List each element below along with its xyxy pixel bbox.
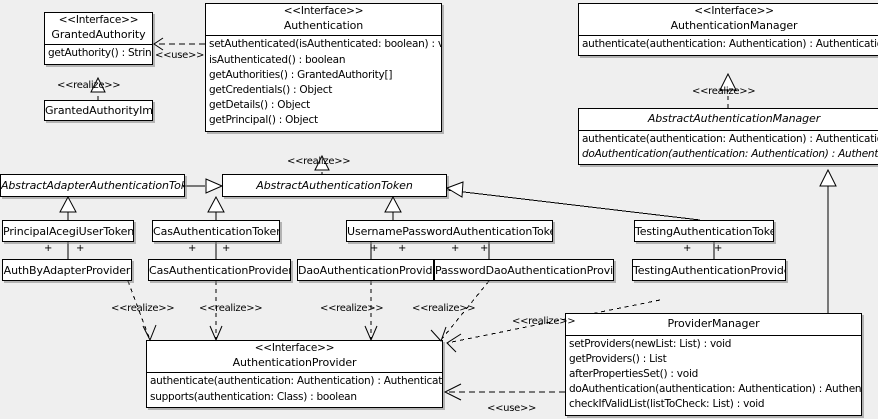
class-name: ProviderManager xyxy=(667,317,760,330)
hollow-triangle xyxy=(205,178,224,194)
class-header: <<Interface>> AuthenticationManager xyxy=(579,4,878,35)
member: isAuthenticated() : boolean xyxy=(209,53,346,66)
class-testing-authentication-provider[interactable]: TestingAuthenticationProvider xyxy=(632,259,786,281)
edge-label-use-provider-manager: <<use>> xyxy=(487,403,537,414)
divider xyxy=(579,35,878,37)
edge-label-realize-authentication-token: <<realize>> xyxy=(287,156,351,167)
member-list: setAuthenticated(isAuthenticated: boolea… xyxy=(206,36,441,130)
class-cas-authentication-provider[interactable]: CasAuthenticationProvider xyxy=(148,259,291,281)
class-password-dao-authentication-provider[interactable]: PasswordDaoAuthenticationProvider xyxy=(434,259,614,281)
class-username-password-authentication-token[interactable]: UsernamePasswordAuthenticationToken xyxy=(346,220,553,242)
class-name: AuthenticationProvider xyxy=(232,355,357,369)
member-list: authenticate(authentication: Authenticat… xyxy=(147,373,442,406)
edge-label-realize-abstract-authentication-manager: <<realize>> xyxy=(692,86,756,97)
member: getAuthority() : String xyxy=(48,47,152,60)
member: afterPropertiesSet() : void xyxy=(569,367,699,380)
member: getAuthorities() : GrantedAuthority[] xyxy=(209,68,393,81)
hollow-triangle xyxy=(207,195,225,213)
edge-label-use-granted-authority: <<use>> xyxy=(155,50,205,61)
open-arrowhead xyxy=(153,37,164,51)
edge-label-realize-granted-authority-impl: <<realize>> xyxy=(57,80,121,91)
hollow-triangle xyxy=(384,195,402,213)
class-dao-authentication-provider[interactable]: DaoAuthenticationProvider xyxy=(297,259,434,281)
assoc-plus-marker: + xyxy=(451,243,460,254)
assoc-plus-marker: + xyxy=(222,243,231,254)
member: authenticate(authentication: Authenticat… xyxy=(582,132,878,145)
member: checkIfValidList(listToCheck: List) : vo… xyxy=(569,398,765,411)
class-auth-by-adapter-provider[interactable]: AuthByAdapterProvider xyxy=(2,259,132,281)
class-testing-authentication-token[interactable]: TestingAuthenticationToken xyxy=(634,220,774,242)
assoc-plus-marker: + xyxy=(76,243,85,254)
member-list: authenticate(authentication: Authenticat… xyxy=(579,131,878,164)
hollow-triangle xyxy=(819,168,837,187)
member-list: setProviders(newList: List) : void getPr… xyxy=(566,336,861,415)
stereotype-label: <<Interface>> xyxy=(283,5,364,17)
divider xyxy=(147,372,442,374)
class-authentication-provider[interactable]: <<Interface>> AuthenticationProvider aut… xyxy=(146,340,443,408)
divider xyxy=(566,334,861,336)
member: setProviders(newList: List) : void xyxy=(569,337,732,350)
member: supports(authentication: Class) : boolea… xyxy=(150,390,357,403)
class-name: Authentication xyxy=(283,18,364,32)
class-header: <<Interface>> GrantedAuthority xyxy=(45,13,152,44)
assoc-plus-marker: + xyxy=(44,243,53,254)
member: doAuthentication(authentication: Authent… xyxy=(582,147,878,160)
assoc-plus-marker: + xyxy=(188,243,197,254)
member: doAuthentication(authentication: Authent… xyxy=(569,383,861,396)
class-authentication[interactable]: <<Interface>> Authentication setAuthenti… xyxy=(205,3,442,132)
member: authenticate(authentication: Authenticat… xyxy=(582,38,878,51)
assoc-plus-marker: + xyxy=(398,243,407,254)
class-header: <<Interface>> Authentication xyxy=(206,4,441,35)
assoc-plus-marker: + xyxy=(370,243,379,254)
stereotype-label: <<Interface>> xyxy=(58,14,139,26)
class-granted-authority[interactable]: <<Interface>> GrantedAuthority getAuthor… xyxy=(44,12,153,65)
class-abstract-adapter-authentication-token[interactable]: AbstractAdapterAuthenticationToken xyxy=(0,174,185,197)
hollow-triangle xyxy=(59,195,77,213)
member: getCredentials() : Object xyxy=(209,83,333,96)
edge-label-realize-password-dao-provider: <<realize>> xyxy=(412,303,476,314)
class-header: <<Interface>> AuthenticationProvider xyxy=(147,341,442,372)
class-name: AuthenticationManager xyxy=(670,18,798,32)
hollow-triangle xyxy=(445,181,464,198)
assoc-plus-marker: + xyxy=(683,243,692,254)
member: getProviders() : List xyxy=(569,352,667,365)
divider xyxy=(579,129,878,131)
class-name: AbstractAuthenticationManager xyxy=(647,112,821,125)
edge-label-realize-dao-provider: <<realize>> xyxy=(320,303,384,314)
open-arrowhead xyxy=(209,325,223,342)
divider xyxy=(45,44,152,46)
member: authenticate(authentication: Authenticat… xyxy=(150,375,442,388)
edge-label-realize-cas-provider: <<realize>> xyxy=(199,303,263,314)
member-list: getAuthority() : String xyxy=(45,45,152,63)
class-abstract-authentication-manager[interactable]: AbstractAuthenticationManager authentica… xyxy=(578,108,878,165)
class-header: ProviderManager xyxy=(566,314,861,335)
member: getPrincipal() : Object xyxy=(209,114,318,127)
class-principal-acegi-user-token[interactable]: PrincipalAcegiUserToken xyxy=(2,220,134,242)
stereotype-label: <<Interface>> xyxy=(254,342,335,354)
divider xyxy=(206,35,441,37)
edge-label-realize-auth-by-adapter-provider: <<realize>> xyxy=(111,303,175,314)
class-authentication-manager[interactable]: <<Interface>> AuthenticationManager auth… xyxy=(578,3,878,56)
class-header: AbstractAuthenticationManager xyxy=(579,109,878,130)
open-arrowhead xyxy=(364,325,378,342)
class-granted-authority-impl[interactable]: GrantedAuthorityImpl xyxy=(44,100,153,121)
assoc-plus-marker: + xyxy=(480,243,489,254)
stereotype-label: <<Interface>> xyxy=(694,5,774,17)
class-abstract-authentication-token[interactable]: AbstractAuthenticationToken xyxy=(222,174,447,197)
open-arrowhead xyxy=(430,326,447,342)
open-arrowhead xyxy=(142,324,157,342)
class-cas-authentication-token[interactable]: CasAuthenticationToken xyxy=(152,220,280,242)
assoc-plus-marker: + xyxy=(714,243,723,254)
member: setAuthenticated(isAuthenticated: boolea… xyxy=(209,38,441,51)
class-provider-manager[interactable]: ProviderManager setProviders(newList: Li… xyxy=(565,313,862,416)
open-arrowhead xyxy=(443,383,462,401)
member: getDetails() : Object xyxy=(209,99,310,112)
class-name: GrantedAuthority xyxy=(51,27,146,41)
open-arrowhead xyxy=(446,333,462,353)
member-list: authenticate(authentication: Authenticat… xyxy=(579,36,878,54)
edge-label-realize-testing-provider: <<realize>> xyxy=(512,316,576,327)
